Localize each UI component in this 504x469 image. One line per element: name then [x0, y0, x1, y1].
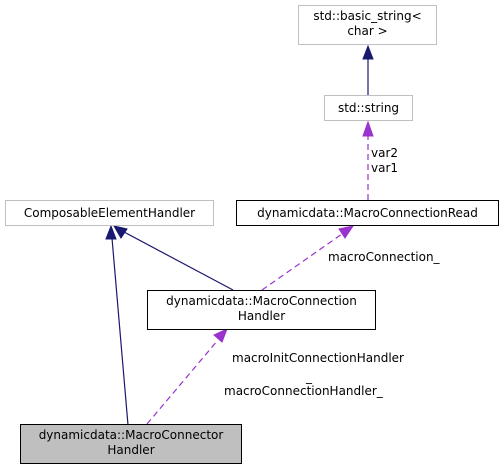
node-std-basic-string-line2: char >	[347, 24, 387, 38]
edge-connector-to-composable	[105, 224, 129, 426]
node-macro-connection-read[interactable]: dynamicdata::MacroConnectionRead	[236, 200, 499, 226]
edge-label-var1: var1	[371, 161, 398, 175]
edge-label-macro-connection-handler: macroConnectionHandler_	[224, 384, 384, 398]
edge-label-macro-connection: macroConnection_	[328, 250, 441, 264]
node-composable-element-handler-label: ComposableElementHandler	[24, 206, 195, 220]
node-std-string[interactable]: std::string	[324, 95, 413, 121]
edge-string-to-basic-string	[362, 44, 374, 96]
node-macro-connector-handler[interactable]: dynamicdata::MacroConnector Handler	[20, 424, 242, 464]
edge-read-to-handler	[261, 225, 355, 291]
node-std-string-label: std::string	[338, 101, 399, 115]
node-macro-connection-handler-line2: Handler	[238, 309, 285, 323]
node-macro-connection-handler[interactable]: dynamicdata::MacroConnection Handler	[147, 290, 376, 330]
node-std-basic-string[interactable]: std::basic_string< char >	[298, 5, 437, 45]
node-macro-connection-read-label: dynamicdata::MacroConnectionRead	[257, 206, 478, 220]
node-macro-connector-handler-line1: dynamicdata::MacroConnector	[39, 428, 224, 442]
edge-handler-to-composable	[112, 225, 234, 291]
edge-label-underscore: _	[305, 370, 313, 384]
node-macro-connection-handler-line1: dynamicdata::MacroConnection	[166, 294, 357, 308]
node-std-basic-string-line1: std::basic_string<	[313, 9, 421, 23]
node-macro-connector-handler-line2: Handler	[107, 443, 154, 457]
edge-label-macro-init-connection-handler: macroInitConnectionHandler	[232, 351, 404, 365]
edge-string-to-macro-connection-read	[362, 120, 374, 200]
edge-handler-to-connector	[146, 328, 228, 425]
node-composable-element-handler[interactable]: ComposableElementHandler	[5, 200, 214, 226]
edge-label-var2: var2	[371, 146, 398, 160]
